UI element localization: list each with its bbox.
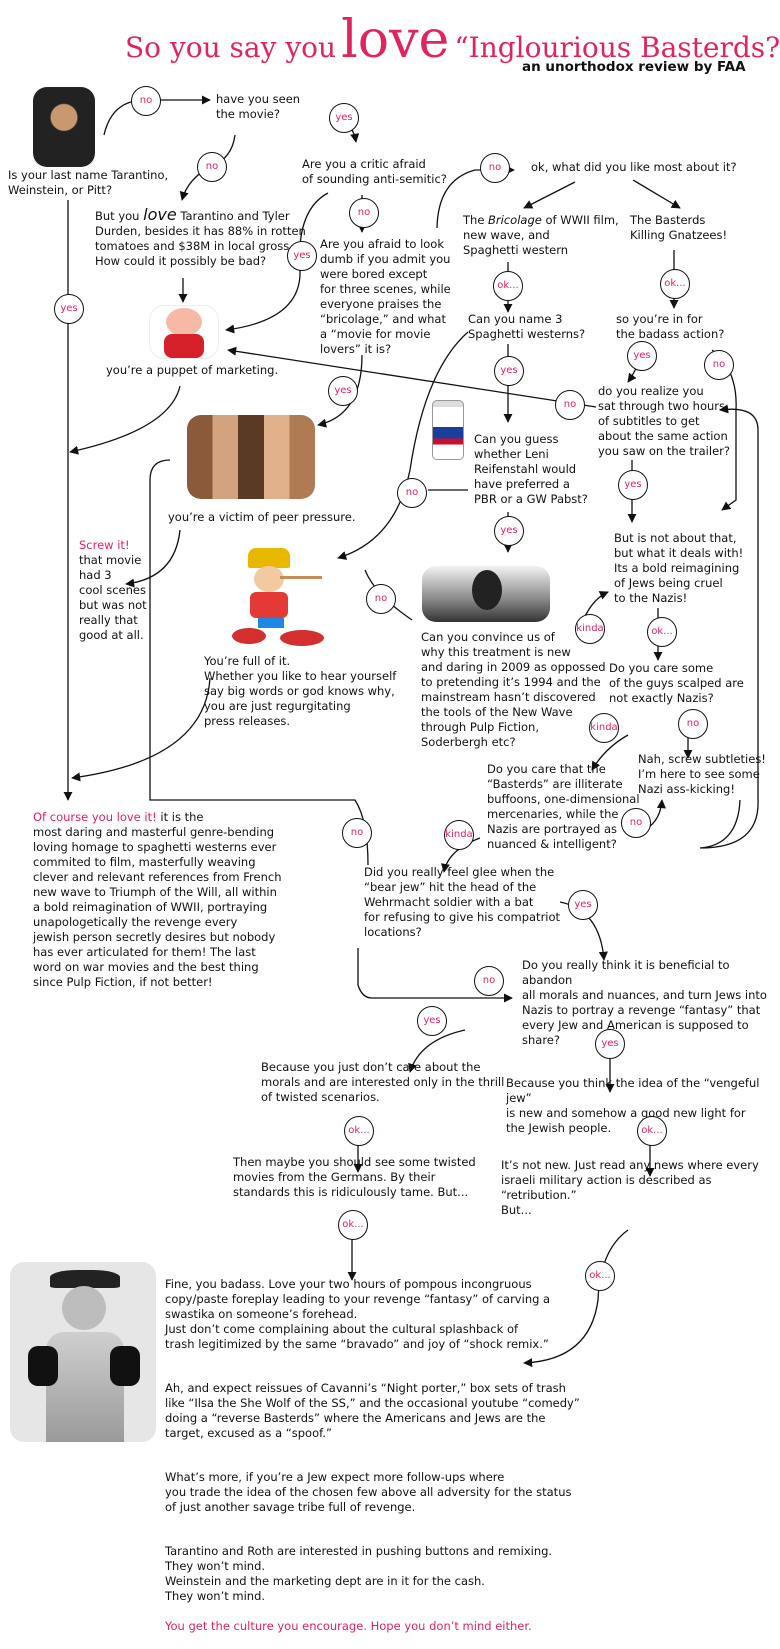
q-pbr: Can you guess whether Leni Reifenstahl w…: [474, 432, 588, 507]
label-no: no: [397, 478, 427, 508]
final-p4: Tarantino and Roth are interested in pus…: [165, 1544, 580, 1604]
a-bricolage-em: Bricolage: [488, 213, 542, 227]
final-p1: Fine, you badass. Love your two hours of…: [165, 1277, 580, 1352]
label-yes: yes: [568, 890, 598, 920]
label-yes: yes: [627, 341, 657, 371]
q-convince: Can you convince us of why this treatmen…: [421, 630, 606, 750]
q-but: But you love Tarantino and Tyler Durden,…: [95, 207, 306, 269]
q-glee: Did you really feel glee when the “bear …: [364, 865, 560, 940]
label-no: no: [197, 152, 227, 182]
a-bricolage: The Bricolage of WWII film, new wave, an…: [463, 213, 619, 258]
pbr-can: [432, 400, 464, 460]
screw-pink: Screw it!: [79, 538, 130, 552]
q-subtitles: do you realize you sat through two hours…: [598, 384, 730, 459]
q-notabout: But is not about that, but what it deals…: [614, 531, 743, 606]
q-badass: so you’re in for the badass action?: [616, 312, 724, 342]
r-dontcare: Because you just don’t care about the mo…: [261, 1060, 504, 1105]
label-kinda: kinda: [575, 614, 605, 644]
label-kinda: kinda: [589, 713, 619, 743]
a-nah: Nah, screw subtleties! I’m here to see s…: [638, 752, 766, 797]
label-kinda: kinda: [444, 820, 474, 850]
q-afraid: Are you afraid to look dumb if you admit…: [320, 237, 451, 357]
arrow-puppet-to-screw: [70, 386, 180, 452]
a-basterds: The Basterds Killing Gnatzees!: [630, 213, 727, 243]
label-ok: ok...: [637, 1116, 667, 1146]
q-buffoons: Do you care that the “Basterds” are illi…: [487, 762, 640, 852]
arrow-subtitles-to-puppet: [228, 350, 596, 407]
label-no: no: [342, 818, 372, 848]
label-ok: ok...: [585, 1261, 615, 1291]
q-scalped: Do you care some of the guys scalped are…: [609, 661, 744, 706]
q-spaghetti: Can you name 3 Spaghetti westerns?: [468, 312, 585, 342]
label-yes: yes: [494, 356, 524, 386]
final-p3: What’s more, if you’re a Jew expect more…: [165, 1470, 580, 1515]
label-ok: ok...: [660, 269, 690, 299]
label-ok: ok...: [647, 617, 677, 647]
label-yes: yes: [417, 1006, 447, 1036]
label-yes: yes: [328, 376, 358, 406]
pinocchio: [222, 548, 326, 648]
night-porter-photo: [10, 1262, 156, 1442]
label-yes: yes: [595, 1029, 625, 1059]
label-yes: yes: [618, 470, 648, 500]
label-no: no: [621, 808, 651, 838]
label-no: no: [366, 584, 396, 614]
r-twisted: Then maybe you should see some twisted m…: [233, 1155, 476, 1200]
r-fullofit: You’re full of it. Whether you like to h…: [204, 654, 396, 729]
r-peer: you’re a victim of peer pressure.: [168, 510, 355, 525]
label-no: no: [480, 153, 510, 183]
love-text: it is the most daring and masterful genr…: [33, 810, 281, 989]
kids-photo: [187, 415, 315, 499]
label-ok: ok...: [493, 271, 523, 301]
label-yes: yes: [287, 241, 317, 271]
q-but-pre: But you: [95, 209, 143, 223]
screw-block: Screw it!that movie had 3 cool scenes bu…: [79, 538, 147, 643]
boy-photo: [422, 566, 550, 622]
arrow-liked-to-bricolage: [524, 182, 575, 208]
final-pink: You get the culture you encourage. Hope …: [165, 1619, 580, 1634]
label-yes: yes: [329, 103, 359, 133]
label-yes: yes: [494, 516, 524, 546]
love-block: Of course you love it! it is the most da…: [33, 810, 281, 990]
arrow-liked-to-basterds: [633, 180, 680, 208]
a-bricolage-pre: The: [463, 213, 488, 227]
portrait-photo: [33, 87, 95, 167]
arrow-fullofit-to-screw: [72, 678, 210, 778]
final-block: Fine, you badass. Love your two hours of…: [165, 1262, 580, 1649]
r-notnew: It’s not new. Just read any news where e…: [501, 1158, 780, 1218]
title-love: love: [341, 10, 449, 70]
puppet-photo: [150, 306, 218, 358]
q-critic: Are you a critic afraid of sounding anti…: [302, 157, 447, 187]
label-yes: yes: [54, 294, 84, 324]
love-pink: Of course you love it!: [33, 810, 157, 824]
q-lastname: Is your last name Tarantino, Weinstein, …: [8, 168, 168, 198]
label-no: no: [474, 966, 504, 996]
screw-text: that movie had 3 cool scenes but was not…: [79, 553, 147, 642]
label-no: no: [704, 350, 734, 380]
label-no: no: [131, 86, 161, 116]
q-liked: ok, what did you like most about it?: [531, 160, 737, 175]
label-ok: ok...: [344, 1116, 374, 1146]
label-no: no: [678, 709, 708, 739]
page-subtitle: an unorthodox review by FAA: [522, 60, 746, 75]
label-ok: ok...: [338, 1210, 368, 1240]
label-no: no: [555, 390, 585, 420]
title-pre: So you say you: [125, 31, 336, 64]
q-but-love: love: [143, 205, 177, 224]
r-puppet: you’re a puppet of marketing.: [106, 363, 278, 378]
q-seen: have you seen the movie?: [216, 92, 300, 122]
final-p2: Ah, and expect reissues of Cavanni’s “Ni…: [165, 1381, 580, 1441]
label-no: no: [349, 198, 379, 228]
q-beneficial: Do you really think it is beneficial to …: [522, 958, 780, 1048]
